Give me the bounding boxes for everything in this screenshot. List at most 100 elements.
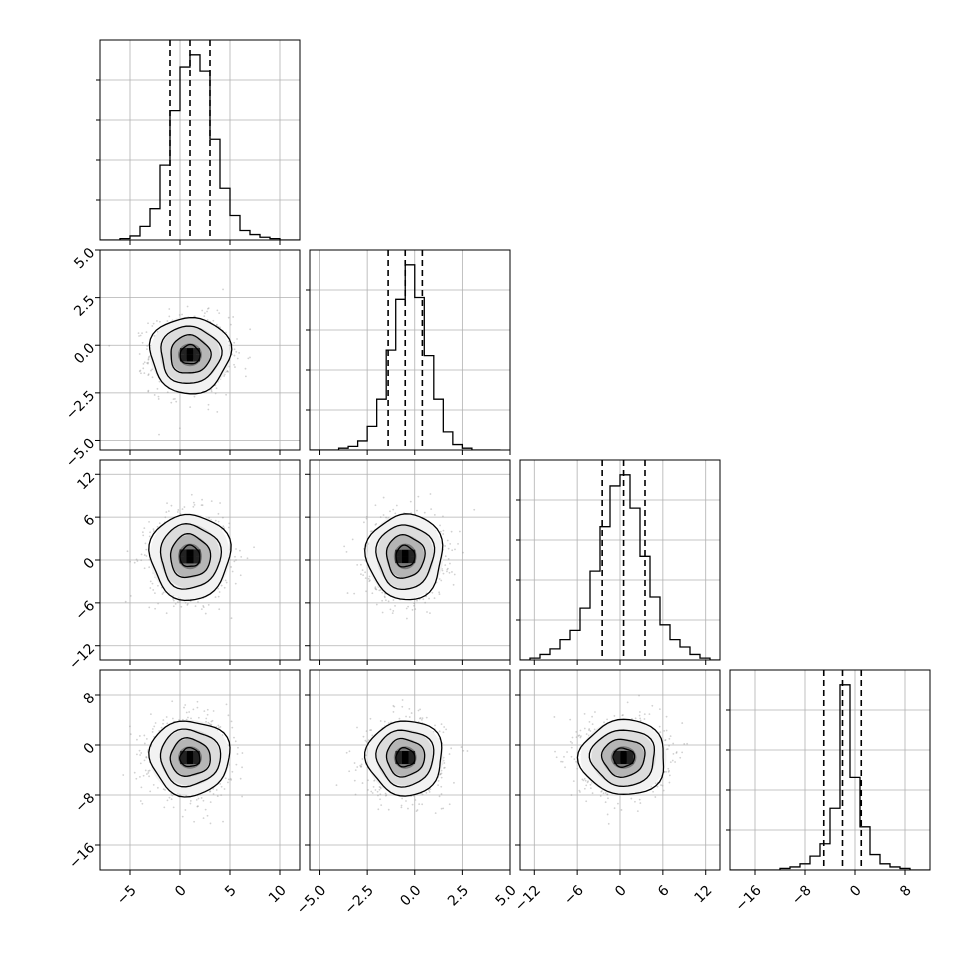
scatter-point <box>206 708 209 711</box>
scatter-point <box>583 777 586 780</box>
scatter-point <box>168 796 171 799</box>
scatter-point <box>151 728 154 730</box>
scatter-point <box>583 727 586 730</box>
scatter-point <box>365 754 367 757</box>
scatter-point <box>170 504 173 507</box>
scatter-point <box>200 797 203 799</box>
scatter-point <box>425 716 428 719</box>
scatter-point <box>218 608 221 611</box>
scatter-point <box>370 790 373 793</box>
scatter-point <box>361 758 364 760</box>
scatter-point <box>147 358 150 361</box>
scatter-point <box>168 308 171 310</box>
scatter-point <box>421 793 424 796</box>
scatter-point <box>230 566 232 568</box>
scatter-point <box>206 713 209 716</box>
scatter-point <box>174 398 176 400</box>
contour-line <box>364 513 444 601</box>
scatter-point <box>343 545 346 548</box>
scatter-point <box>564 766 566 769</box>
scatter-point <box>671 759 674 762</box>
scatter-point <box>442 731 445 734</box>
scatter-point <box>138 735 141 737</box>
scatter-point <box>152 589 155 591</box>
scatter-point <box>219 326 222 329</box>
scatter-point <box>392 508 395 511</box>
scatter-point <box>569 718 572 721</box>
density-cell <box>179 549 187 557</box>
scatter-point <box>572 780 575 783</box>
scatter-point <box>212 787 215 790</box>
scatter-point <box>234 555 236 558</box>
scatter-point <box>170 798 173 801</box>
scatter-point <box>419 708 421 711</box>
contour-line <box>363 720 443 797</box>
scatter-point <box>659 731 662 734</box>
scatter-point <box>578 734 581 737</box>
scatter-point <box>359 563 362 566</box>
scatter-point <box>183 506 186 508</box>
scatter-point <box>166 722 169 725</box>
scatter-point <box>681 751 684 754</box>
scatter-point <box>606 793 609 796</box>
scatter-point <box>374 587 377 590</box>
scatter-point <box>420 718 423 721</box>
scatter-point <box>364 571 367 574</box>
scatter-point <box>375 603 378 606</box>
y-tick-label: 0 <box>81 740 99 758</box>
scatter-point <box>638 711 641 713</box>
scatter-point <box>387 600 390 603</box>
scatter-point <box>139 762 142 765</box>
scatter-point <box>147 389 150 392</box>
scatter-point <box>453 781 455 784</box>
scatter-point <box>447 557 450 560</box>
scatter-point <box>656 785 659 788</box>
scatter-point <box>162 591 165 594</box>
scatter-point <box>579 736 582 739</box>
scatter-point <box>580 735 582 738</box>
scatter-point <box>176 511 179 513</box>
scatter-point <box>576 767 579 770</box>
scatter-point <box>383 595 386 598</box>
scatter-point <box>187 716 189 719</box>
y-tick-label: 12 <box>74 469 98 493</box>
scatter-point <box>442 572 445 575</box>
y-tick-label: −2.5 <box>63 388 98 423</box>
scatter-point <box>232 316 235 318</box>
scatter-point <box>449 543 452 545</box>
scatter-point <box>578 789 581 792</box>
scatter-point <box>197 716 200 719</box>
x-tick-label: −5 <box>114 882 140 908</box>
scatter-point <box>429 788 432 791</box>
scatter-point <box>438 730 441 733</box>
scatter-point <box>223 788 226 790</box>
density-cell <box>180 348 187 355</box>
scatter-point <box>148 769 151 772</box>
scatter-point <box>384 599 387 602</box>
scatter-point <box>209 801 212 804</box>
scatter-point <box>234 740 237 743</box>
scatter-point <box>140 559 143 562</box>
y-tick-label: −16 <box>66 840 98 872</box>
scatter-point <box>223 586 226 589</box>
scatter-point <box>240 555 243 558</box>
density-cell <box>408 750 416 758</box>
scatter-point <box>654 796 657 798</box>
scatter-point <box>145 548 148 551</box>
scatter-point <box>206 814 209 817</box>
scatter-point <box>146 348 148 350</box>
scatter-point <box>367 789 369 791</box>
scatter-point <box>124 600 127 603</box>
scatter-point <box>215 387 218 390</box>
scatter-point <box>193 503 196 506</box>
scatter-point <box>161 593 164 595</box>
scatter-point <box>231 570 234 573</box>
contour-line <box>375 729 435 788</box>
contour-line <box>148 316 233 395</box>
density-panel-2-3 <box>519 669 721 871</box>
scatter-point <box>157 395 160 398</box>
scatter-point <box>147 357 150 360</box>
density-panel-1-3 <box>309 669 511 871</box>
scatter-point <box>466 750 469 752</box>
x-tick-label: 12 <box>692 882 716 906</box>
